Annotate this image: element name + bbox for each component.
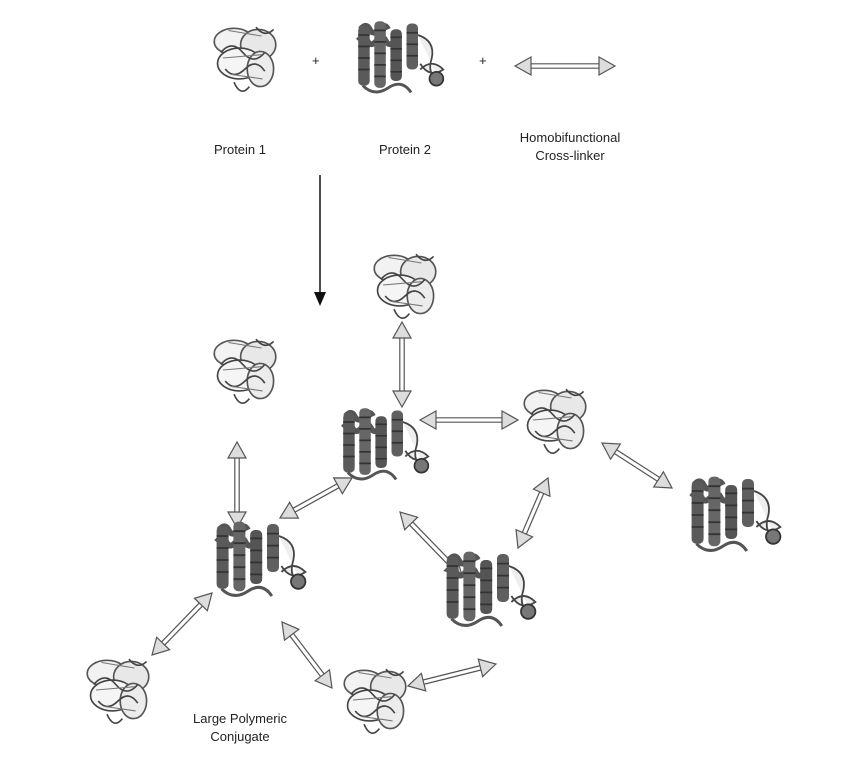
crosslinker-links [151,320,674,692]
arrowhead-icon [515,528,534,550]
conjugate-label-line2: Conjugate [210,729,270,744]
crosslinker-link [278,477,354,519]
protein2-node [343,408,428,479]
protein2-node [447,552,536,626]
arrowhead-icon [391,320,413,339]
crosslinker-label: Homobifunctional Cross-linker [490,129,650,165]
protein1-node [86,658,150,725]
arrowhead-icon [532,476,551,498]
reaction-arrow [314,175,326,306]
plus-sign-2: + [479,53,487,68]
conjugate-label: Large Polymeric Conjugate [180,710,300,746]
arrowhead-icon [151,636,171,656]
protein2-node [692,477,781,551]
arrowhead-icon [477,658,498,678]
protein2-reactant-icon [358,21,443,92]
arrowhead-icon [600,442,622,461]
crosslinker-reactant [513,55,617,77]
arrowhead-icon [652,470,674,489]
arrowhead-icon [513,55,532,77]
arrowhead-icon [226,511,248,530]
protein1-label: Protein 1 [213,142,267,157]
arrowhead-icon [501,409,520,431]
arrowhead-icon [278,501,300,519]
crosslinker-link [391,320,413,409]
protein1-node [213,338,277,405]
crosslinker-link [226,440,248,530]
crosslinker-link [151,592,213,656]
crosslinker-link [418,409,520,431]
protein1-node [343,668,407,735]
protein2-node [217,522,306,596]
crosslinker-label-line2: Cross-linker [535,148,605,163]
arrowhead-icon [399,511,419,531]
protein1-reactant-icon [213,26,277,93]
arrowhead-icon [332,477,354,495]
arrowhead-icon [313,668,333,689]
crosslinker-link [281,621,333,689]
protein-nodes [86,21,781,735]
crosslinker-link [406,658,498,692]
protein1-node [373,253,437,320]
crosslinker-link [600,442,674,489]
arrowhead-icon [406,672,427,692]
arrowhead-icon [391,390,413,409]
conjugate-label-line1: Large Polymeric [193,711,287,726]
crosslinker-label-line1: Homobifunctional [519,130,621,145]
crosslinker-link [515,476,551,550]
arrowhead-icon [418,409,437,431]
arrowhead-icon [281,621,301,642]
protein2-label: Protein 2 [378,142,432,157]
protein1-node [523,388,587,455]
arrowhead-icon [598,55,617,77]
plus-sign-1: + [312,53,320,68]
arrowhead-icon [193,592,213,612]
arrowhead-icon [226,440,248,459]
